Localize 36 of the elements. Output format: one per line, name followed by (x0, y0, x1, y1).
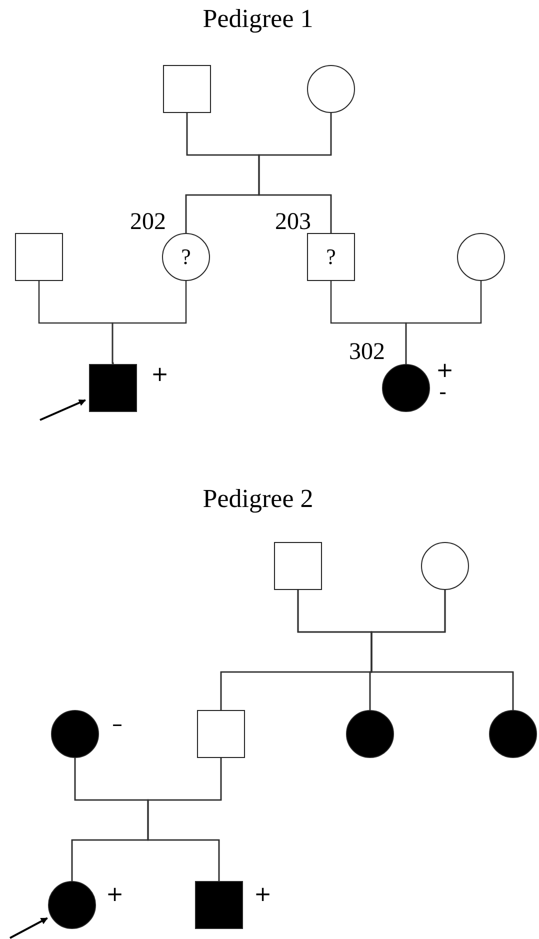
individual-id: 302 (349, 340, 385, 364)
pedigree-line (147, 758, 222, 881)
unaffected-female-circle (162, 233, 210, 281)
status-mark: ? (326, 244, 336, 270)
pedigree-title: Pedigree 2 (202, 486, 314, 512)
proband-arrow (40, 399, 86, 421)
genotype-mark: + (436, 360, 454, 381)
status-mark: ? (181, 244, 191, 270)
affected-female-circle (346, 710, 394, 758)
proband-arrow (10, 917, 48, 939)
affected-female-circle (489, 710, 537, 758)
pedigree-line (405, 281, 482, 364)
affected-female-circle (48, 881, 96, 929)
unaffected-male-square (307, 233, 355, 281)
pedigree-title: Pedigree 1 (202, 6, 314, 32)
unaffected-male-square (15, 233, 63, 281)
genotype-mark: – (112, 714, 122, 735)
unaffected-female-circle (307, 65, 355, 113)
pedigree-line (258, 113, 332, 233)
pedigree-line (370, 590, 514, 710)
pedigree-line (112, 281, 187, 364)
genotype-mark: + (106, 884, 124, 905)
genotype-mark: + (254, 884, 272, 905)
affected-male-square (89, 364, 137, 412)
unaffected-male-square (274, 542, 322, 590)
affected-female-circle (51, 710, 99, 758)
unaffected-male-square (197, 710, 245, 758)
unaffected-female-circle (457, 233, 505, 281)
unaffected-female-circle (421, 542, 469, 590)
genotype-mark: - (439, 382, 447, 403)
genotype-mark: + (151, 364, 169, 385)
affected-female-circle (382, 364, 430, 412)
affected-male-square (195, 881, 243, 929)
individual-id: 202 (130, 210, 166, 234)
individual-id: 203 (275, 210, 311, 234)
unaffected-male-square (163, 65, 211, 113)
